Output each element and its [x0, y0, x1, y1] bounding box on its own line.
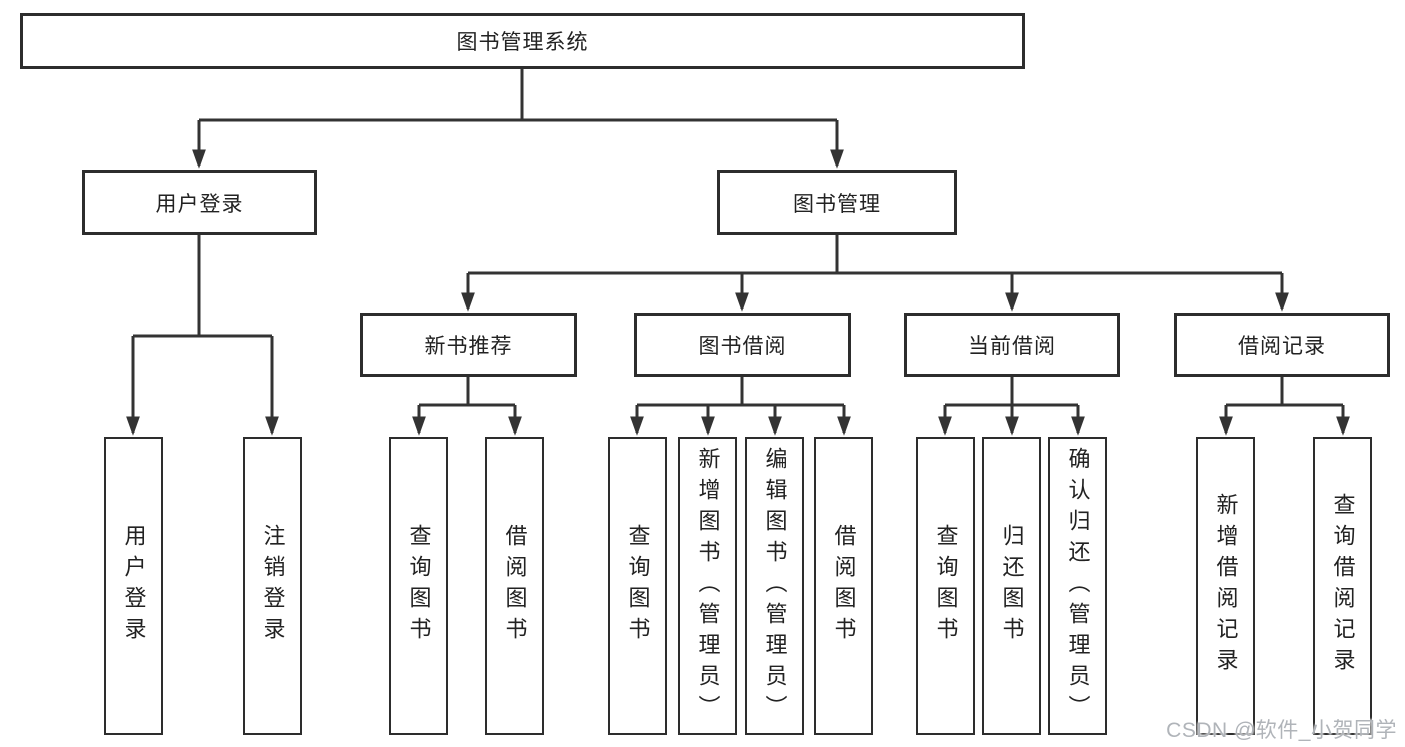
leaf-query-book-1-label: 查询图书 — [406, 524, 432, 648]
leaf-borrow-book-1: 借阅图书 — [485, 437, 544, 735]
leaf-logout: 注销登录 — [243, 437, 302, 735]
csdn-watermark: CSDN @软件_小贺同学 — [1166, 719, 1397, 742]
node-borrow-record-label: 借阅记录 — [1238, 335, 1326, 358]
node-book-borrow: 图书借阅 — [634, 313, 851, 377]
node-current-borrow-label: 当前借阅 — [968, 335, 1056, 358]
node-current-borrow: 当前借阅 — [904, 313, 1120, 377]
leaf-add-borrow-record-label: 新增借阅记录 — [1213, 493, 1239, 679]
branch-new-book — [412, 377, 522, 436]
node-new-book-recommend-label: 新书推荐 — [424, 335, 513, 358]
node-root: 图书管理系统 — [20, 13, 1025, 69]
leaf-return-book-label: 归还图书 — [999, 524, 1025, 648]
leaf-query-borrow-record-label: 查询借阅记录 — [1330, 493, 1356, 679]
leaf-borrow-book-2: 借阅图书 — [814, 437, 873, 735]
node-user-login: 用户登录 — [82, 170, 317, 235]
node-book-borrow-label: 图书借阅 — [698, 335, 787, 358]
node-book-mgmt-label: 图书管理 — [793, 192, 881, 216]
leaf-edit-book-admin: 编辑图书（管理员） — [745, 437, 804, 735]
branch-current-borrow — [938, 377, 1085, 436]
leaf-query-book-2: 查询图书 — [608, 437, 667, 735]
branch-borrow-record — [1219, 377, 1350, 436]
leaf-add-borrow-record: 新增借阅记录 — [1196, 437, 1255, 735]
leaf-borrow-book-2-label: 借阅图书 — [831, 524, 857, 648]
branch-root — [192, 69, 844, 169]
node-borrow-record: 借阅记录 — [1174, 313, 1390, 377]
leaf-logout-label: 注销登录 — [260, 524, 286, 648]
leaf-confirm-return-admin: 确认归还（管理员） — [1048, 437, 1107, 735]
node-root-label: 图书管理系统 — [456, 31, 589, 54]
node-new-book-recommend: 新书推荐 — [360, 313, 577, 377]
leaf-query-borrow-record: 查询借阅记录 — [1313, 437, 1372, 735]
leaf-confirm-return-admin-label: 确认归还（管理员） — [1065, 446, 1091, 726]
node-book-mgmt: 图书管理 — [717, 170, 957, 235]
branch-book-borrow — [630, 377, 851, 436]
leaf-add-book-admin-label: 新增图书（管理员） — [695, 446, 721, 726]
leaf-query-book-1: 查询图书 — [389, 437, 448, 735]
node-user-login-label: 用户登录 — [155, 192, 244, 216]
leaf-user-login: 用户登录 — [104, 437, 163, 735]
leaf-query-book-3-label: 查询图书 — [933, 524, 959, 648]
leaf-edit-book-admin-label: 编辑图书（管理员） — [762, 446, 788, 726]
branch-user-login — [126, 235, 279, 436]
leaf-return-book: 归还图书 — [982, 437, 1041, 735]
branch-book-mgmt — [461, 235, 1289, 312]
leaf-add-book-admin: 新增图书（管理员） — [678, 437, 737, 735]
leaf-query-book-2-label: 查询图书 — [625, 524, 651, 648]
leaf-borrow-book-1-label: 借阅图书 — [502, 524, 528, 648]
leaf-query-book-3: 查询图书 — [916, 437, 975, 735]
leaf-user-login-label: 用户登录 — [121, 524, 147, 648]
